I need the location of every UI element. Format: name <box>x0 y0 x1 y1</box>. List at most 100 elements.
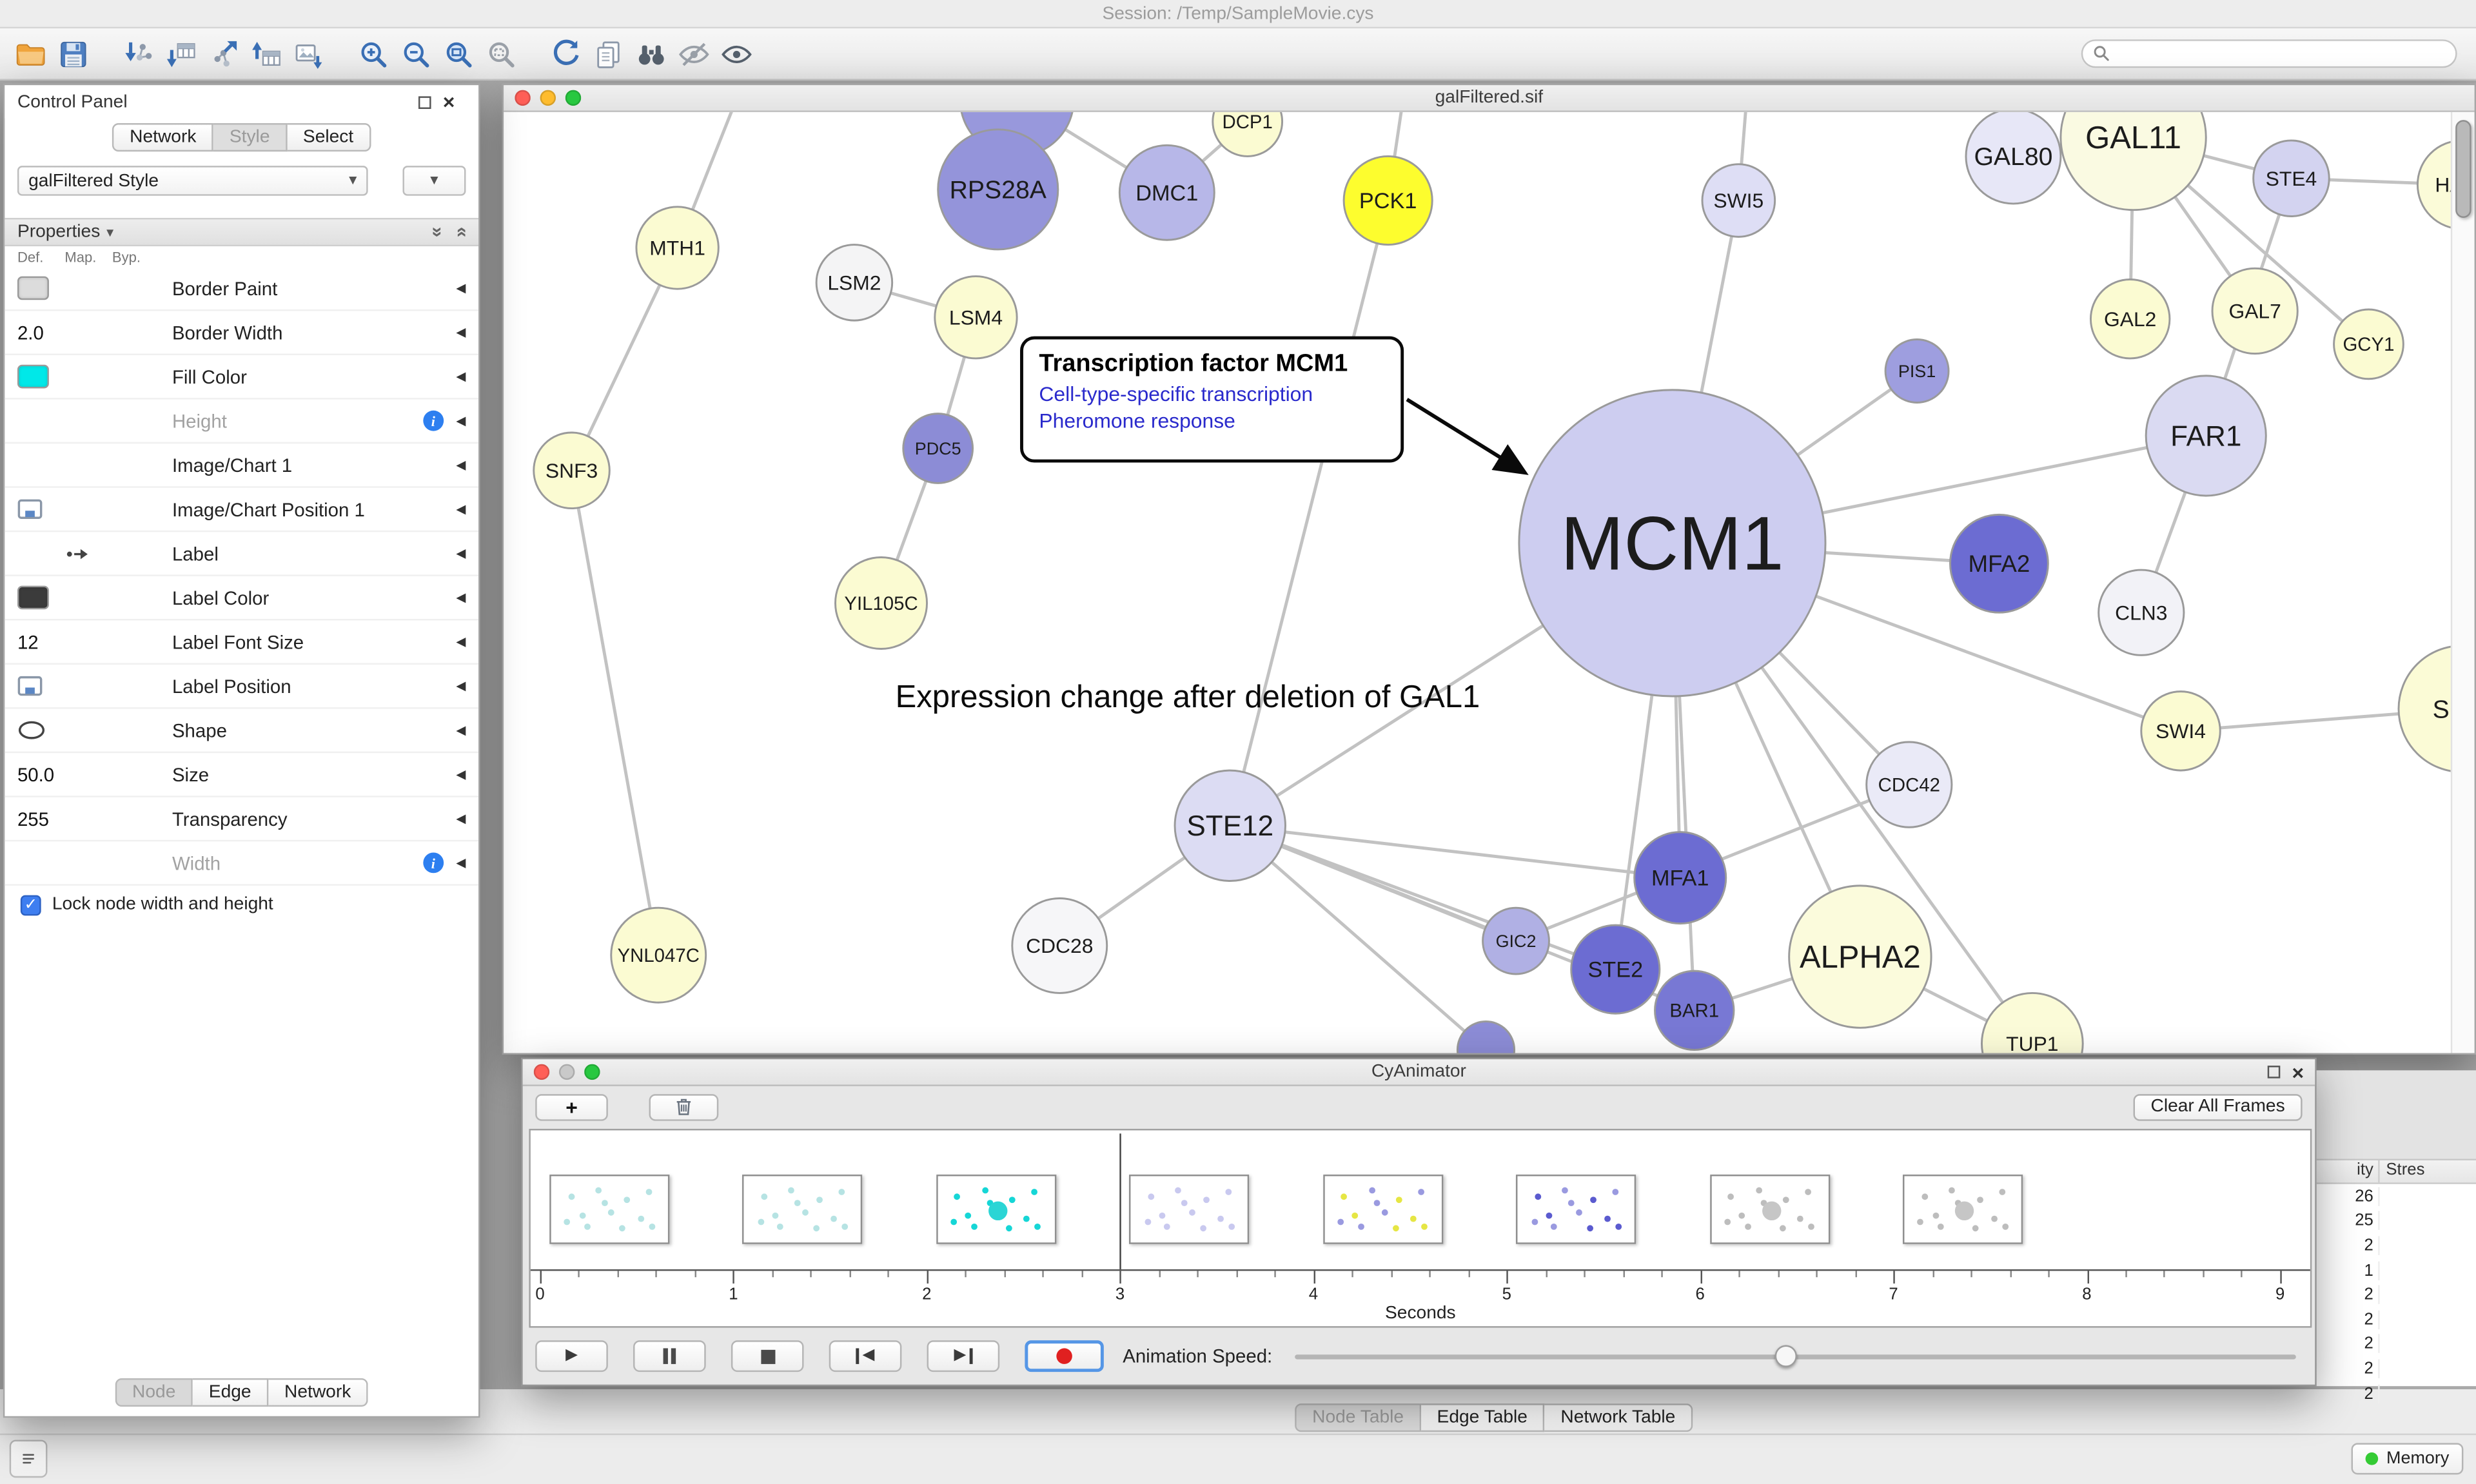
panel-tab-edge[interactable]: Edge <box>193 1378 269 1407</box>
expand-arrow-icon[interactable]: ◀ <box>456 679 466 694</box>
table-row[interactable]: 2 <box>2317 1332 2476 1356</box>
add-frame-button[interactable]: + <box>535 1093 608 1120</box>
table-tab-node-table[interactable]: Node Table <box>1295 1403 1422 1432</box>
zoom-window-icon[interactable] <box>565 90 582 106</box>
properties-header[interactable]: Properties ▾ » » <box>5 217 479 247</box>
default-value-cell[interactable] <box>17 585 64 610</box>
network-node-tup1[interactable] <box>1981 991 2084 1053</box>
panel-tab-node[interactable]: Node <box>115 1378 193 1407</box>
network-node-slt2[interactable] <box>2397 645 2451 772</box>
network-node-cln3[interactable] <box>2098 569 2185 656</box>
zoom-fit-button[interactable] <box>437 32 480 75</box>
network-node-ste12[interactable] <box>1174 769 1286 883</box>
frame-thumbnail-5[interactable] <box>1322 1175 1443 1244</box>
info-icon[interactable]: i <box>422 852 444 874</box>
export-table-button[interactable] <box>245 32 288 75</box>
task-history-button[interactable] <box>9 1440 48 1478</box>
network-node-gal7[interactable] <box>2211 267 2299 355</box>
zoom-selected-button[interactable] <box>480 32 522 75</box>
network-graph[interactable]: RPS28BRPS28ADMC1DCP1PCK1SWI5GAL80GAL11ST… <box>504 112 2451 1053</box>
expand-arrow-icon[interactable]: ◀ <box>456 634 466 649</box>
property-row-shape[interactable]: Shape◀ <box>5 709 479 754</box>
style-options-button[interactable]: ▾ <box>402 166 466 196</box>
table-row[interactable]: 2 <box>2317 1282 2476 1307</box>
default-value-cell[interactable]: 2.0 <box>17 321 64 343</box>
expand-arrow-icon[interactable]: ◀ <box>456 855 466 870</box>
minimize-window-icon[interactable] <box>558 1064 575 1080</box>
delete-frame-button[interactable] <box>649 1093 719 1120</box>
network-node-pdc5[interactable] <box>902 413 974 484</box>
animation-speed-slider[interactable] <box>1294 1340 2296 1372</box>
collapse-all-icon[interactable]: » <box>426 226 449 238</box>
network-node-bar1[interactable] <box>1654 970 1735 1051</box>
export-network-button[interactable] <box>202 32 244 75</box>
network-node-gal80[interactable] <box>1965 112 2062 205</box>
network-node-dmc1[interactable] <box>1118 144 1215 241</box>
first-frame-button[interactable]: ◀ <box>829 1340 902 1372</box>
mcm1-annotation[interactable]: Transcription factor MCM1 Cell-type-spec… <box>1020 336 1404 463</box>
refresh-view-button[interactable] <box>545 32 587 75</box>
frame-thumbnail-6[interactable] <box>1516 1175 1636 1244</box>
network-node-mth1[interactable] <box>635 206 720 290</box>
default-value-cell[interactable] <box>17 499 64 520</box>
annotation-link-2[interactable]: Pheromone response <box>1039 409 1235 433</box>
search-box[interactable] <box>2081 39 2457 68</box>
network-node-pis1[interactable] <box>1884 338 1950 404</box>
vertical-scrollbar[interactable] <box>2450 112 2475 1053</box>
float-panel-icon[interactable] <box>418 95 432 108</box>
network-node-gcy1[interactable] <box>2333 308 2404 380</box>
table-row[interactable]: 2 <box>2317 1356 2476 1381</box>
network-node-ynl047c[interactable] <box>610 906 707 1004</box>
slider-thumb[interactable] <box>1774 1345 1796 1367</box>
clear-all-frames-button[interactable]: Clear All Frames <box>2133 1093 2303 1120</box>
search-network-button[interactable] <box>630 32 673 75</box>
export-image-button[interactable] <box>288 32 330 75</box>
property-row-label[interactable]: Label◀ <box>5 532 479 576</box>
panel-tab-network[interactable]: Network <box>268 1378 369 1407</box>
lock-checkbox[interactable]: ✓ <box>20 894 41 915</box>
network-node-swi5[interactable] <box>1701 163 1776 238</box>
stop-button[interactable] <box>731 1340 804 1372</box>
playhead[interactable] <box>1120 1133 1122 1269</box>
network-node-rps28a[interactable] <box>937 128 1059 251</box>
expand-arrow-icon[interactable]: ◀ <box>456 413 466 428</box>
open-session-button[interactable] <box>10 32 52 75</box>
expand-arrow-icon[interactable]: ◀ <box>456 280 466 295</box>
zoom-out-button[interactable] <box>395 32 437 75</box>
search-input[interactable] <box>2117 43 2446 65</box>
expand-arrow-icon[interactable]: ◀ <box>456 325 466 340</box>
frame-thumbnail-7[interactable] <box>1709 1175 1830 1244</box>
frame-thumbnail-1[interactable] <box>549 1175 670 1244</box>
property-row-border-paint[interactable]: Border Paint◀ <box>5 267 479 311</box>
frame-thumbnail-4[interactable] <box>1129 1175 1250 1244</box>
network-node-pck1[interactable] <box>1342 155 1433 246</box>
zoom-window-icon[interactable] <box>584 1064 600 1080</box>
expand-arrow-icon[interactable]: ◀ <box>456 458 466 473</box>
info-icon[interactable]: i <box>422 410 444 431</box>
expand-arrow-icon[interactable]: ◀ <box>456 502 466 516</box>
show-all-button[interactable] <box>715 32 758 75</box>
network-node-mfa1[interactable] <box>1633 831 1727 925</box>
memory-button[interactable]: Memory <box>2352 1443 2464 1475</box>
default-value-cell[interactable] <box>17 676 64 696</box>
close-window-icon[interactable] <box>533 1064 550 1080</box>
expand-arrow-icon[interactable]: ◀ <box>456 546 466 561</box>
mapping-cell[interactable] <box>64 544 112 563</box>
network-node-ste4[interactable] <box>2252 139 2330 217</box>
column-header[interactable]: ity <box>2317 1160 2380 1183</box>
hide-selected-button[interactable] <box>673 32 715 75</box>
table-row[interactable]: 2 <box>2317 1307 2476 1332</box>
expand-arrow-icon[interactable]: ◀ <box>456 723 466 737</box>
network-edge[interactable] <box>1230 824 1680 880</box>
expand-arrow-icon[interactable]: ◀ <box>456 767 466 782</box>
tab-select[interactable]: Select <box>287 123 371 152</box>
network-node-hap4[interactable] <box>2416 141 2451 229</box>
network-edge[interactable] <box>570 470 660 956</box>
property-row-fill-color[interactable]: Fill Color◀ <box>5 355 479 400</box>
network-node-lsm4[interactable] <box>934 275 1018 360</box>
expand-arrow-icon[interactable]: ◀ <box>456 811 466 826</box>
